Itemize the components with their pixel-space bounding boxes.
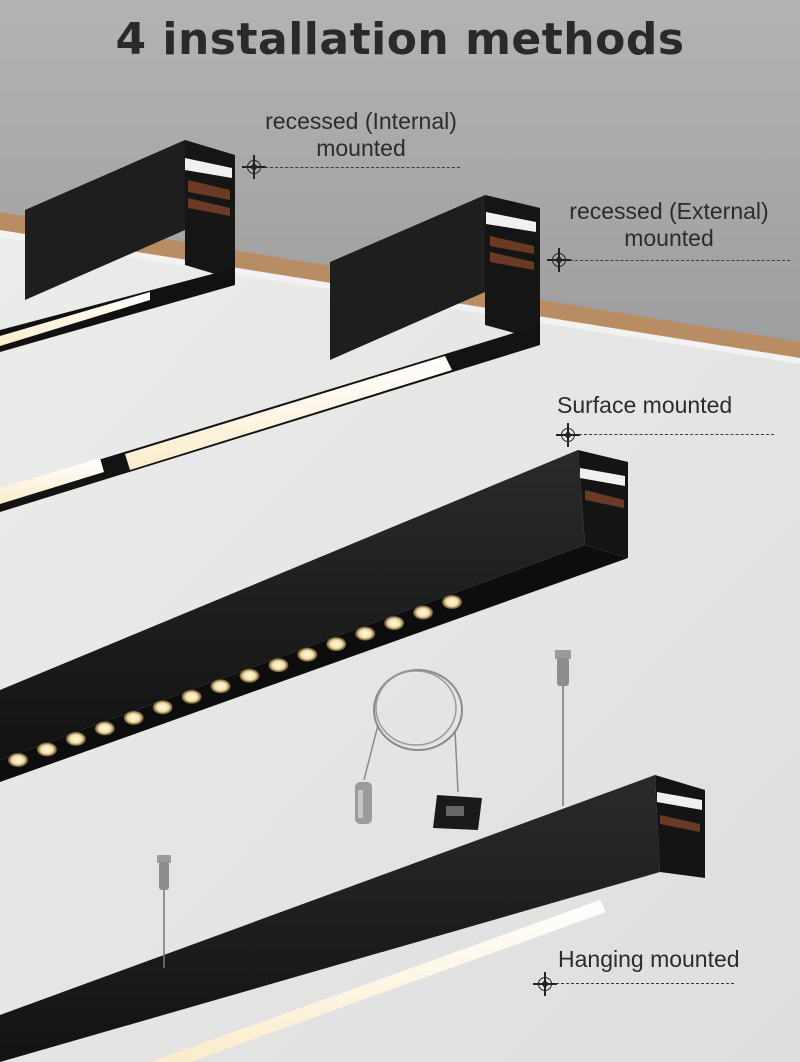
leader-line (556, 983, 734, 984)
led-spot (152, 700, 173, 715)
label-recessed-external: recessed (External) mounted (538, 198, 800, 252)
leader-line (265, 167, 460, 168)
led-spot (36, 742, 57, 757)
label-recessed-internal-line1: recessed (Internal) (265, 108, 457, 134)
label-recessed-internal: recessed (Internal) mounted (228, 108, 494, 162)
hanging-wire-left (157, 855, 171, 968)
crosshair-icon (556, 423, 580, 447)
leader-line (579, 434, 774, 435)
led-spot-row (8, 595, 462, 767)
led-spot (94, 721, 115, 736)
led-spot (268, 658, 289, 673)
leader-line (570, 260, 790, 261)
suspension-kit-accessory (355, 669, 482, 830)
profile-surface-mounted (0, 450, 628, 782)
led-spot (181, 689, 202, 704)
label-recessed-external-line1: recessed (External) (569, 198, 769, 224)
profile-hanging-mounted (0, 775, 705, 1062)
led-spot (297, 647, 318, 662)
crosshair-icon (242, 155, 266, 179)
led-spot (384, 616, 405, 631)
page-title: 4 installation methods (115, 14, 685, 65)
profile-recessed-internal (0, 140, 235, 352)
label-recessed-internal-line2: mounted (316, 135, 406, 161)
led-spot (210, 679, 231, 694)
crosshair-icon (533, 972, 557, 996)
led-spot (326, 637, 347, 652)
led-spot (239, 668, 260, 683)
led-spot (355, 626, 376, 641)
label-recessed-external-line2: mounted (624, 225, 714, 251)
led-spot (8, 753, 28, 767)
led-spot (413, 605, 434, 620)
profile-recessed-external (0, 195, 540, 512)
led-spot (123, 710, 144, 725)
crosshair-icon (547, 248, 571, 272)
led-spot (65, 731, 86, 746)
label-hanging-mounted: Hanging mounted (558, 946, 740, 972)
led-spot (442, 595, 462, 609)
label-surface-mounted: Surface mounted (557, 392, 733, 418)
hanging-wire-right (555, 650, 571, 806)
